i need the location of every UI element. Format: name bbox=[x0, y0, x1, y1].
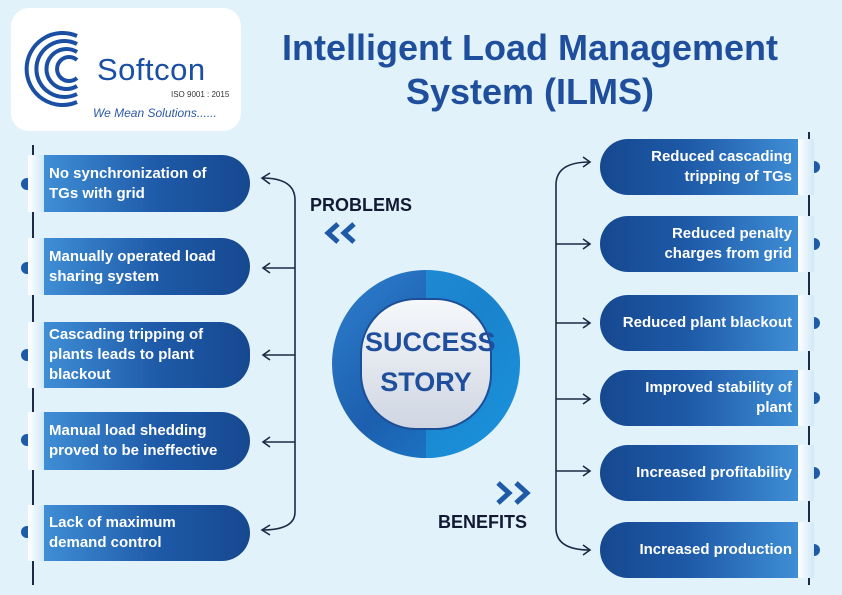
page-title: Intelligent Load Management System (ILMS… bbox=[250, 26, 810, 114]
problem-item: Lack of maximum demand control bbox=[44, 505, 250, 561]
right-stripe bbox=[798, 370, 814, 426]
problem-item: No synchronization of TGs with grid bbox=[44, 155, 250, 212]
title-line-2: System (ILMS) bbox=[405, 71, 655, 112]
benefits-arrows bbox=[556, 156, 592, 556]
problem-item: Manually operated load sharing system bbox=[44, 238, 250, 295]
right-stripe bbox=[798, 522, 814, 578]
left-stripe bbox=[28, 238, 44, 295]
problem-item: Manual load shedding proved to be ineffe… bbox=[44, 412, 250, 470]
success-story-circle bbox=[332, 270, 520, 458]
benefit-item: Increased profitability bbox=[600, 445, 798, 501]
benefit-item-label: Increased production bbox=[639, 541, 792, 558]
benefit-item-label: Improved stability of plant bbox=[645, 379, 792, 416]
logo-card: Softcon ISO 9001 : 2015 We Mean Solution… bbox=[11, 8, 241, 131]
benefit-item: Reduced cascading tripping of TGs bbox=[600, 139, 798, 195]
problem-item-label: No synchronization of TGs with grid bbox=[49, 164, 207, 202]
right-stripe bbox=[798, 216, 814, 272]
problem-item-label: Cascading tripping of plants leads to pl… bbox=[49, 326, 204, 383]
left-stripe bbox=[28, 505, 44, 561]
center-line-1: SUCCESS bbox=[365, 327, 496, 357]
softcon-logo-icon bbox=[24, 31, 79, 107]
benefit-item-label: Reduced penalty charges from grid bbox=[664, 225, 792, 262]
logo-certification: ISO 9001 : 2015 bbox=[171, 90, 230, 99]
logo-tagline: We Mean Solutions...... bbox=[93, 106, 217, 120]
problems-label: PROBLEMS bbox=[310, 195, 413, 215]
benefit-item-label: Increased profitability bbox=[636, 464, 792, 481]
right-stripe bbox=[798, 295, 814, 351]
title-line-1: Intelligent Load Management bbox=[281, 27, 779, 68]
benefits-label: BENEFITS bbox=[438, 512, 528, 532]
benefit-item: Increased production bbox=[600, 522, 798, 578]
benefit-item: Improved stability of plant bbox=[600, 370, 798, 426]
chevron-left-double-icon bbox=[324, 222, 356, 244]
benefit-item: Reduced penalty charges from grid bbox=[600, 216, 798, 272]
logo-name: Softcon bbox=[97, 52, 206, 87]
benefit-item: Reduced plant blackout bbox=[600, 295, 798, 351]
problem-item: Cascading tripping of plants leads to pl… bbox=[44, 322, 250, 388]
left-stripe bbox=[28, 322, 44, 388]
success-story-text: SUCCESS STORY bbox=[365, 322, 496, 402]
chevron-right-double-icon bbox=[496, 481, 531, 505]
left-stripe bbox=[28, 412, 44, 470]
problem-item-label: Manual load shedding proved to be ineffe… bbox=[49, 422, 218, 459]
benefit-item-label: Reduced plant blackout bbox=[622, 314, 792, 331]
right-stripe bbox=[798, 445, 814, 501]
problems-arrows bbox=[260, 172, 295, 536]
benefits-bracket bbox=[555, 161, 591, 551]
benefit-item-label: Reduced cascading tripping of TGs bbox=[651, 148, 792, 185]
center-line-2: STORY bbox=[380, 367, 472, 397]
left-stripe bbox=[28, 155, 44, 212]
problem-item-label: Lack of maximum demand control bbox=[49, 514, 176, 551]
problems-bracket bbox=[261, 177, 296, 531]
right-stripe bbox=[798, 139, 814, 195]
problem-item-label: Manually operated load sharing system bbox=[49, 247, 216, 285]
